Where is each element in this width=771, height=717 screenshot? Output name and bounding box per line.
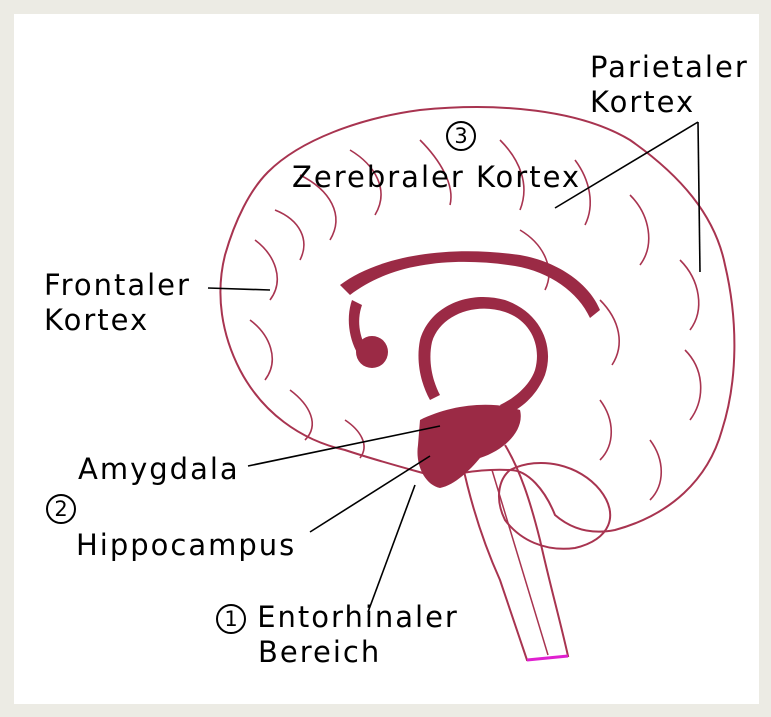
frontal-leader	[208, 288, 270, 290]
limbic-system	[340, 251, 600, 488]
spinal-tip	[527, 656, 568, 660]
label-cortex-number: 3	[446, 117, 476, 152]
entorhinal-word: Entorhinaler	[257, 600, 459, 634]
cerebellum-outline	[499, 463, 610, 549]
label-cerebral: Zerebraler Kortex	[292, 160, 581, 195]
label-hippocampus: Hippocampus	[76, 528, 296, 563]
entorhinal-leader	[368, 485, 415, 612]
number-one-badge: 1	[216, 604, 246, 634]
entorhinal-line2: Bereich	[216, 635, 459, 670]
hippocampal-arc	[418, 297, 548, 415]
label-amygdala: Amygdala	[78, 452, 240, 487]
brainstem-outline	[462, 445, 568, 660]
fornix-knob	[356, 336, 388, 368]
brainstem-inner-line	[492, 470, 548, 655]
number-three-badge: 3	[446, 121, 476, 151]
parietal-leader-b	[698, 122, 700, 272]
label-number-two: 2	[46, 490, 76, 525]
amygdala-leader	[248, 426, 440, 466]
entorhinal-line1: 1 Entorhinaler	[216, 600, 459, 635]
label-entorhinal: 1 Entorhinaler Bereich	[216, 600, 459, 670]
number-two-badge: 2	[46, 494, 76, 524]
parietal-line1: Parietaler	[590, 50, 749, 85]
label-parietal: Parietaler Kortex	[590, 50, 749, 120]
parietal-line2: Kortex	[590, 85, 749, 120]
frontal-line1: Frontaler	[44, 268, 191, 303]
frontal-line2: Kortex	[44, 303, 191, 338]
label-frontal: Frontaler Kortex	[44, 268, 191, 338]
